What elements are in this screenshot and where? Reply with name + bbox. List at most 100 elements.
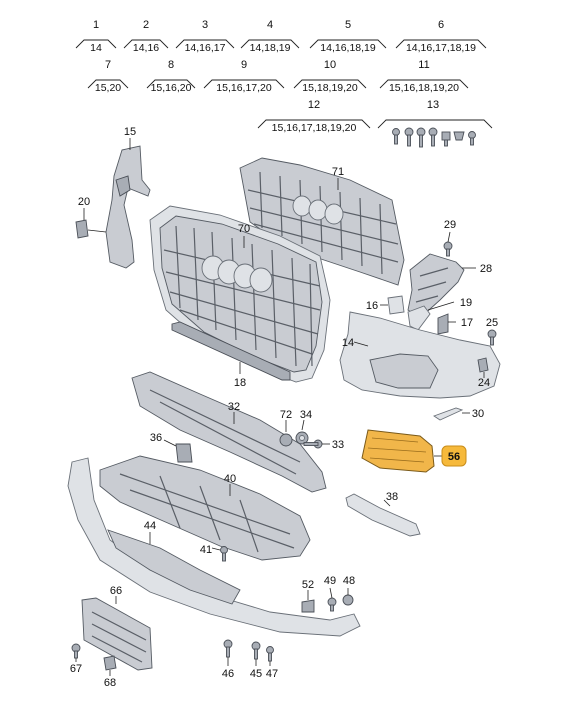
callout-46: 46 [222, 668, 234, 680]
callout-25: 25 [486, 317, 498, 329]
callout-15: 15 [124, 126, 136, 138]
callout-24: 24 [478, 377, 490, 389]
callout-17: 17 [461, 317, 473, 329]
callout-29: 29 [444, 219, 456, 231]
group-7-sub: 15,20 [95, 82, 121, 94]
part-29-screw [443, 231, 453, 257]
group-8-bracket [146, 79, 196, 89]
group-2-id: 2 [143, 19, 149, 31]
part-67-clip [71, 643, 81, 662]
clip-icon [468, 131, 476, 146]
part-18-strip [433, 407, 470, 421]
callout-47: 47 [266, 668, 278, 680]
group-1-sub: 14 [90, 42, 102, 54]
group-7-id: 7 [105, 59, 111, 71]
group-5-bracket [309, 39, 387, 49]
header-groups: 1 14 2 14,16 3 14,16,17 4 14,18,19 5 14,… [75, 19, 493, 134]
group-5-sub: 14,16,18,19 [320, 42, 376, 54]
part-15-left-bracket [105, 138, 151, 269]
group-6-bracket [395, 39, 487, 49]
part-30-trim-strip [171, 321, 291, 381]
part-72-grommet [279, 420, 293, 447]
group-11-id: 11 [418, 59, 429, 71]
callout-36: 36 [150, 432, 162, 444]
part-19-sensor-bracket [407, 301, 455, 331]
part-24-clip [477, 357, 489, 378]
callout-28: 28 [480, 263, 492, 275]
screw-icon [428, 127, 438, 147]
callout-34: 34 [300, 409, 312, 421]
part-36-plate [163, 439, 193, 463]
callout-52: 52 [302, 579, 314, 591]
group-4-id: 4 [267, 19, 273, 31]
callout-16: 16 [366, 300, 378, 312]
callout-32: 32 [228, 401, 240, 413]
group-3-id: 3 [202, 19, 208, 31]
part-17-cover [437, 313, 456, 335]
group-4-bracket [240, 39, 300, 49]
callout-68: 68 [104, 677, 116, 689]
callout-48: 48 [343, 575, 355, 587]
group-8-sub: 15,16,20 [151, 82, 192, 94]
group-12-id: 12 [308, 99, 320, 111]
group-11-bracket [379, 79, 469, 89]
callout-45: 45 [250, 668, 262, 680]
callout-67: 67 [70, 663, 82, 675]
group-6-sub: 14,16,17,18,19 [406, 42, 476, 54]
part-14-bumper-cover [339, 311, 501, 399]
part-44-lower-bumper [67, 457, 361, 637]
callout-18: 30 [472, 408, 484, 420]
group-9-bracket [203, 79, 285, 89]
group-7-bracket [87, 79, 129, 89]
callout-72: 72 [280, 409, 292, 421]
part-33-bolt [303, 439, 330, 449]
part-28-right-bracket [407, 253, 476, 319]
group-10-sub: 15,18,19,20 [302, 82, 358, 94]
screw-icon [392, 128, 400, 145]
callout-40: 40 [224, 473, 236, 485]
callout-20: 20 [78, 196, 90, 208]
part-41-screw [211, 546, 228, 562]
screw-icon [416, 127, 426, 148]
callout-38: 38 [386, 491, 398, 503]
group-2-sub: 14,16 [133, 42, 159, 54]
group-13-bracket [377, 119, 493, 129]
part-70-main-grille [149, 205, 331, 383]
callout-49: 49 [324, 575, 336, 587]
callout-56-badge [441, 445, 467, 467]
part-66-plate-bracket [81, 596, 153, 671]
part-47-screw [266, 646, 274, 666]
group-9-id: 9 [241, 59, 247, 71]
group-2-bracket [123, 39, 169, 49]
callout-44: 44 [144, 520, 156, 532]
part-34-nut [295, 419, 309, 445]
group-12-sub: 15,16,17,18,19,20 [272, 122, 357, 134]
clip-icon [441, 131, 451, 147]
part-25-screw [487, 329, 497, 346]
part-52-clip [301, 590, 315, 613]
part-45-screw [251, 641, 261, 666]
callout-33: 33 [332, 439, 344, 451]
part-46-screw [223, 639, 233, 666]
callout-66: 66 [110, 585, 122, 597]
part-32-reinforcement [131, 371, 327, 493]
callout-30: 18 [234, 377, 246, 389]
callout-71: 71 [332, 166, 344, 178]
group-6-id: 6 [438, 19, 444, 31]
callout-41: 41 [200, 544, 212, 556]
screw-icon [404, 127, 414, 147]
group-5-id: 5 [345, 19, 351, 31]
part-16-block [380, 295, 405, 315]
group-13-id: 13 [427, 99, 439, 111]
part-56-highlighted-cover [361, 429, 442, 473]
part-48-clip [342, 588, 354, 606]
callout-70: 70 [238, 223, 250, 235]
part-20-clip [75, 208, 107, 239]
part-68-nut [103, 655, 117, 676]
group-10-bracket [293, 79, 367, 89]
clip-icon [453, 131, 465, 141]
group-10-id: 10 [324, 59, 336, 71]
callout-19: 19 [460, 297, 472, 309]
part-40-underbody-panel [99, 455, 311, 561]
